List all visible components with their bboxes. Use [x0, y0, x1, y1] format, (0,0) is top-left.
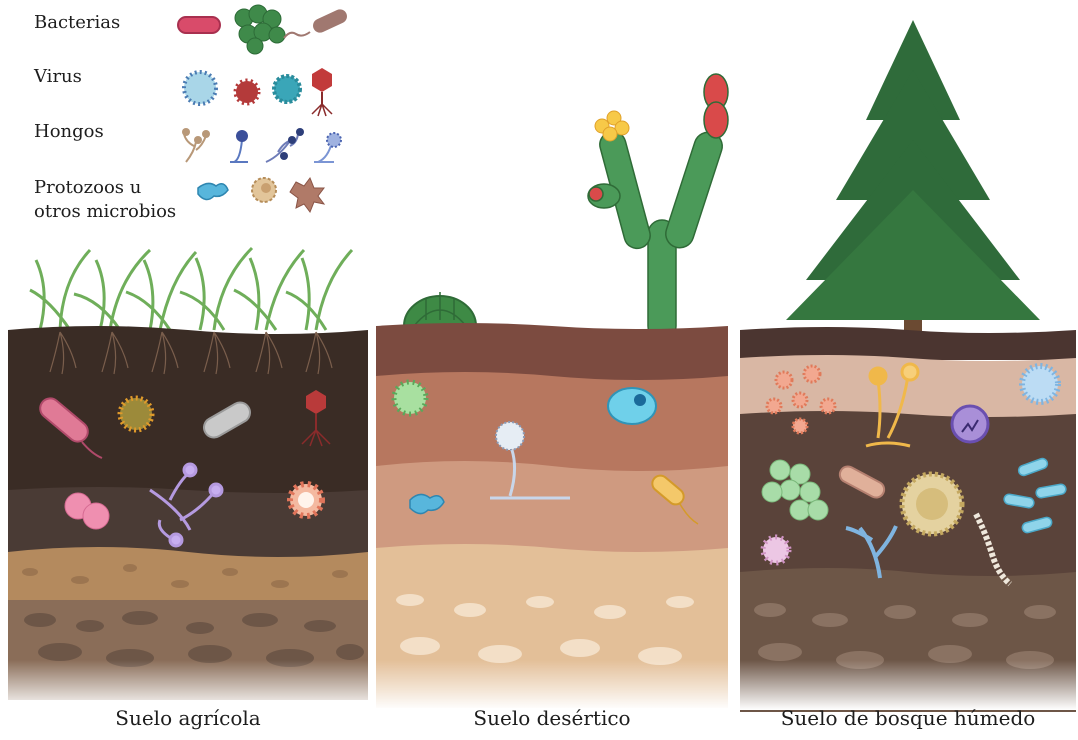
virus-green-icon — [394, 382, 426, 414]
grass-icon — [30, 248, 352, 330]
legend-icons-bacteria — [178, 5, 349, 54]
panel-forest-soil — [740, 20, 1076, 712]
caption-desert-soil: Suelo desértico — [376, 706, 728, 730]
virus-red-icon — [236, 81, 258, 103]
virus-blue-icon — [1022, 366, 1058, 402]
phage-purple-icon — [952, 406, 988, 442]
virus-round-icon — [184, 72, 216, 104]
caption-agricultural-soil: Suelo agrícola — [8, 706, 368, 730]
protozoan-blue-icon — [608, 388, 656, 424]
virus-olive-icon — [120, 398, 152, 430]
panel-desert-soil — [376, 74, 728, 710]
protozoan-yellow-icon — [902, 474, 962, 534]
legend-icons-virus — [184, 68, 332, 116]
legend-icons-protozoa — [198, 178, 324, 212]
legend-icons-fungi — [182, 128, 341, 162]
panel-agricultural-soil — [8, 248, 368, 710]
bacillus-flagella-icon — [311, 7, 350, 35]
amoeba-blue-icon — [198, 183, 228, 199]
rod-bacterium-icon — [178, 17, 220, 33]
fungus-blue-icon — [230, 140, 248, 162]
pine-tree-icon — [786, 20, 1040, 336]
caption-forest-soil: Suelo de bosque húmedo — [740, 706, 1076, 730]
bacteriophage-icon — [312, 68, 332, 116]
amoeba-brown-icon — [290, 178, 324, 212]
coccus-cluster-icon — [235, 5, 285, 54]
virus-pink-icon — [763, 537, 789, 563]
virus-teal-icon — [274, 76, 300, 102]
